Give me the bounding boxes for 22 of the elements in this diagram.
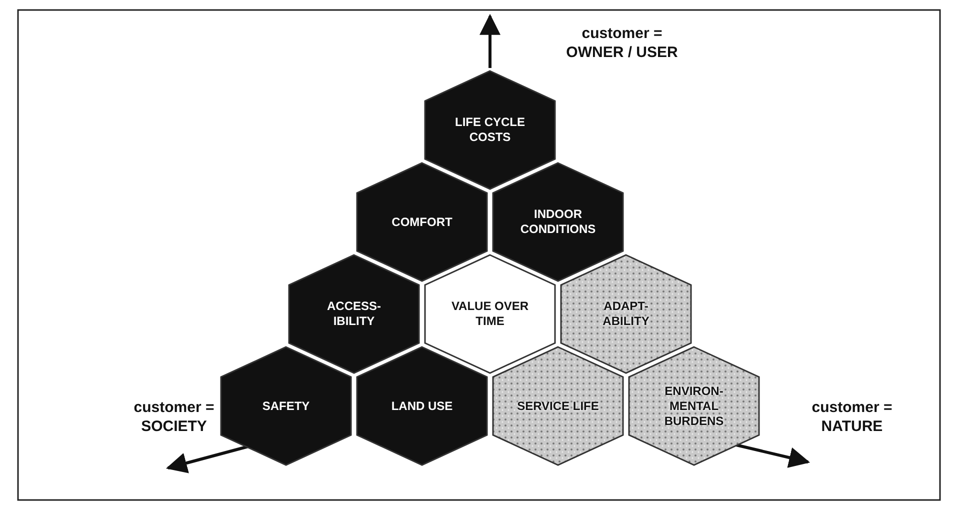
hexagon-tile xyxy=(288,254,420,374)
hexagon-tile xyxy=(424,70,556,190)
hexagon-tile xyxy=(492,162,624,282)
tile-label: SERVICE LIFE xyxy=(516,398,600,414)
customer-label: customer = OWNER / USER xyxy=(565,24,679,62)
tile-label: LAND USE xyxy=(390,398,454,414)
hexagon-tile xyxy=(628,346,760,466)
hexagon-tile xyxy=(220,346,352,466)
tile-label: INDOOR CONDITIONS xyxy=(519,207,597,237)
tile-label: COMFORT xyxy=(390,214,454,230)
customer-label: customer = NATURE xyxy=(810,398,894,436)
hexagon-tile xyxy=(492,346,624,466)
hexagon-tile xyxy=(356,162,488,282)
hexagon-tile xyxy=(356,346,488,466)
hexagon-tile xyxy=(424,254,556,374)
tile-label: ENVIRON- MENTAL BURDENS xyxy=(663,384,725,428)
tile-label: LIFE CYCLE COSTS xyxy=(454,115,526,145)
tile-label: ACCESS- IBILITY xyxy=(326,299,382,329)
tile-label: ADAPT- ABILITY xyxy=(602,299,650,329)
tile-label: VALUE OVER TIME xyxy=(450,299,530,329)
customer-label: customer = SOCIETY xyxy=(132,398,216,436)
tile-label: SAFETY xyxy=(261,398,311,414)
